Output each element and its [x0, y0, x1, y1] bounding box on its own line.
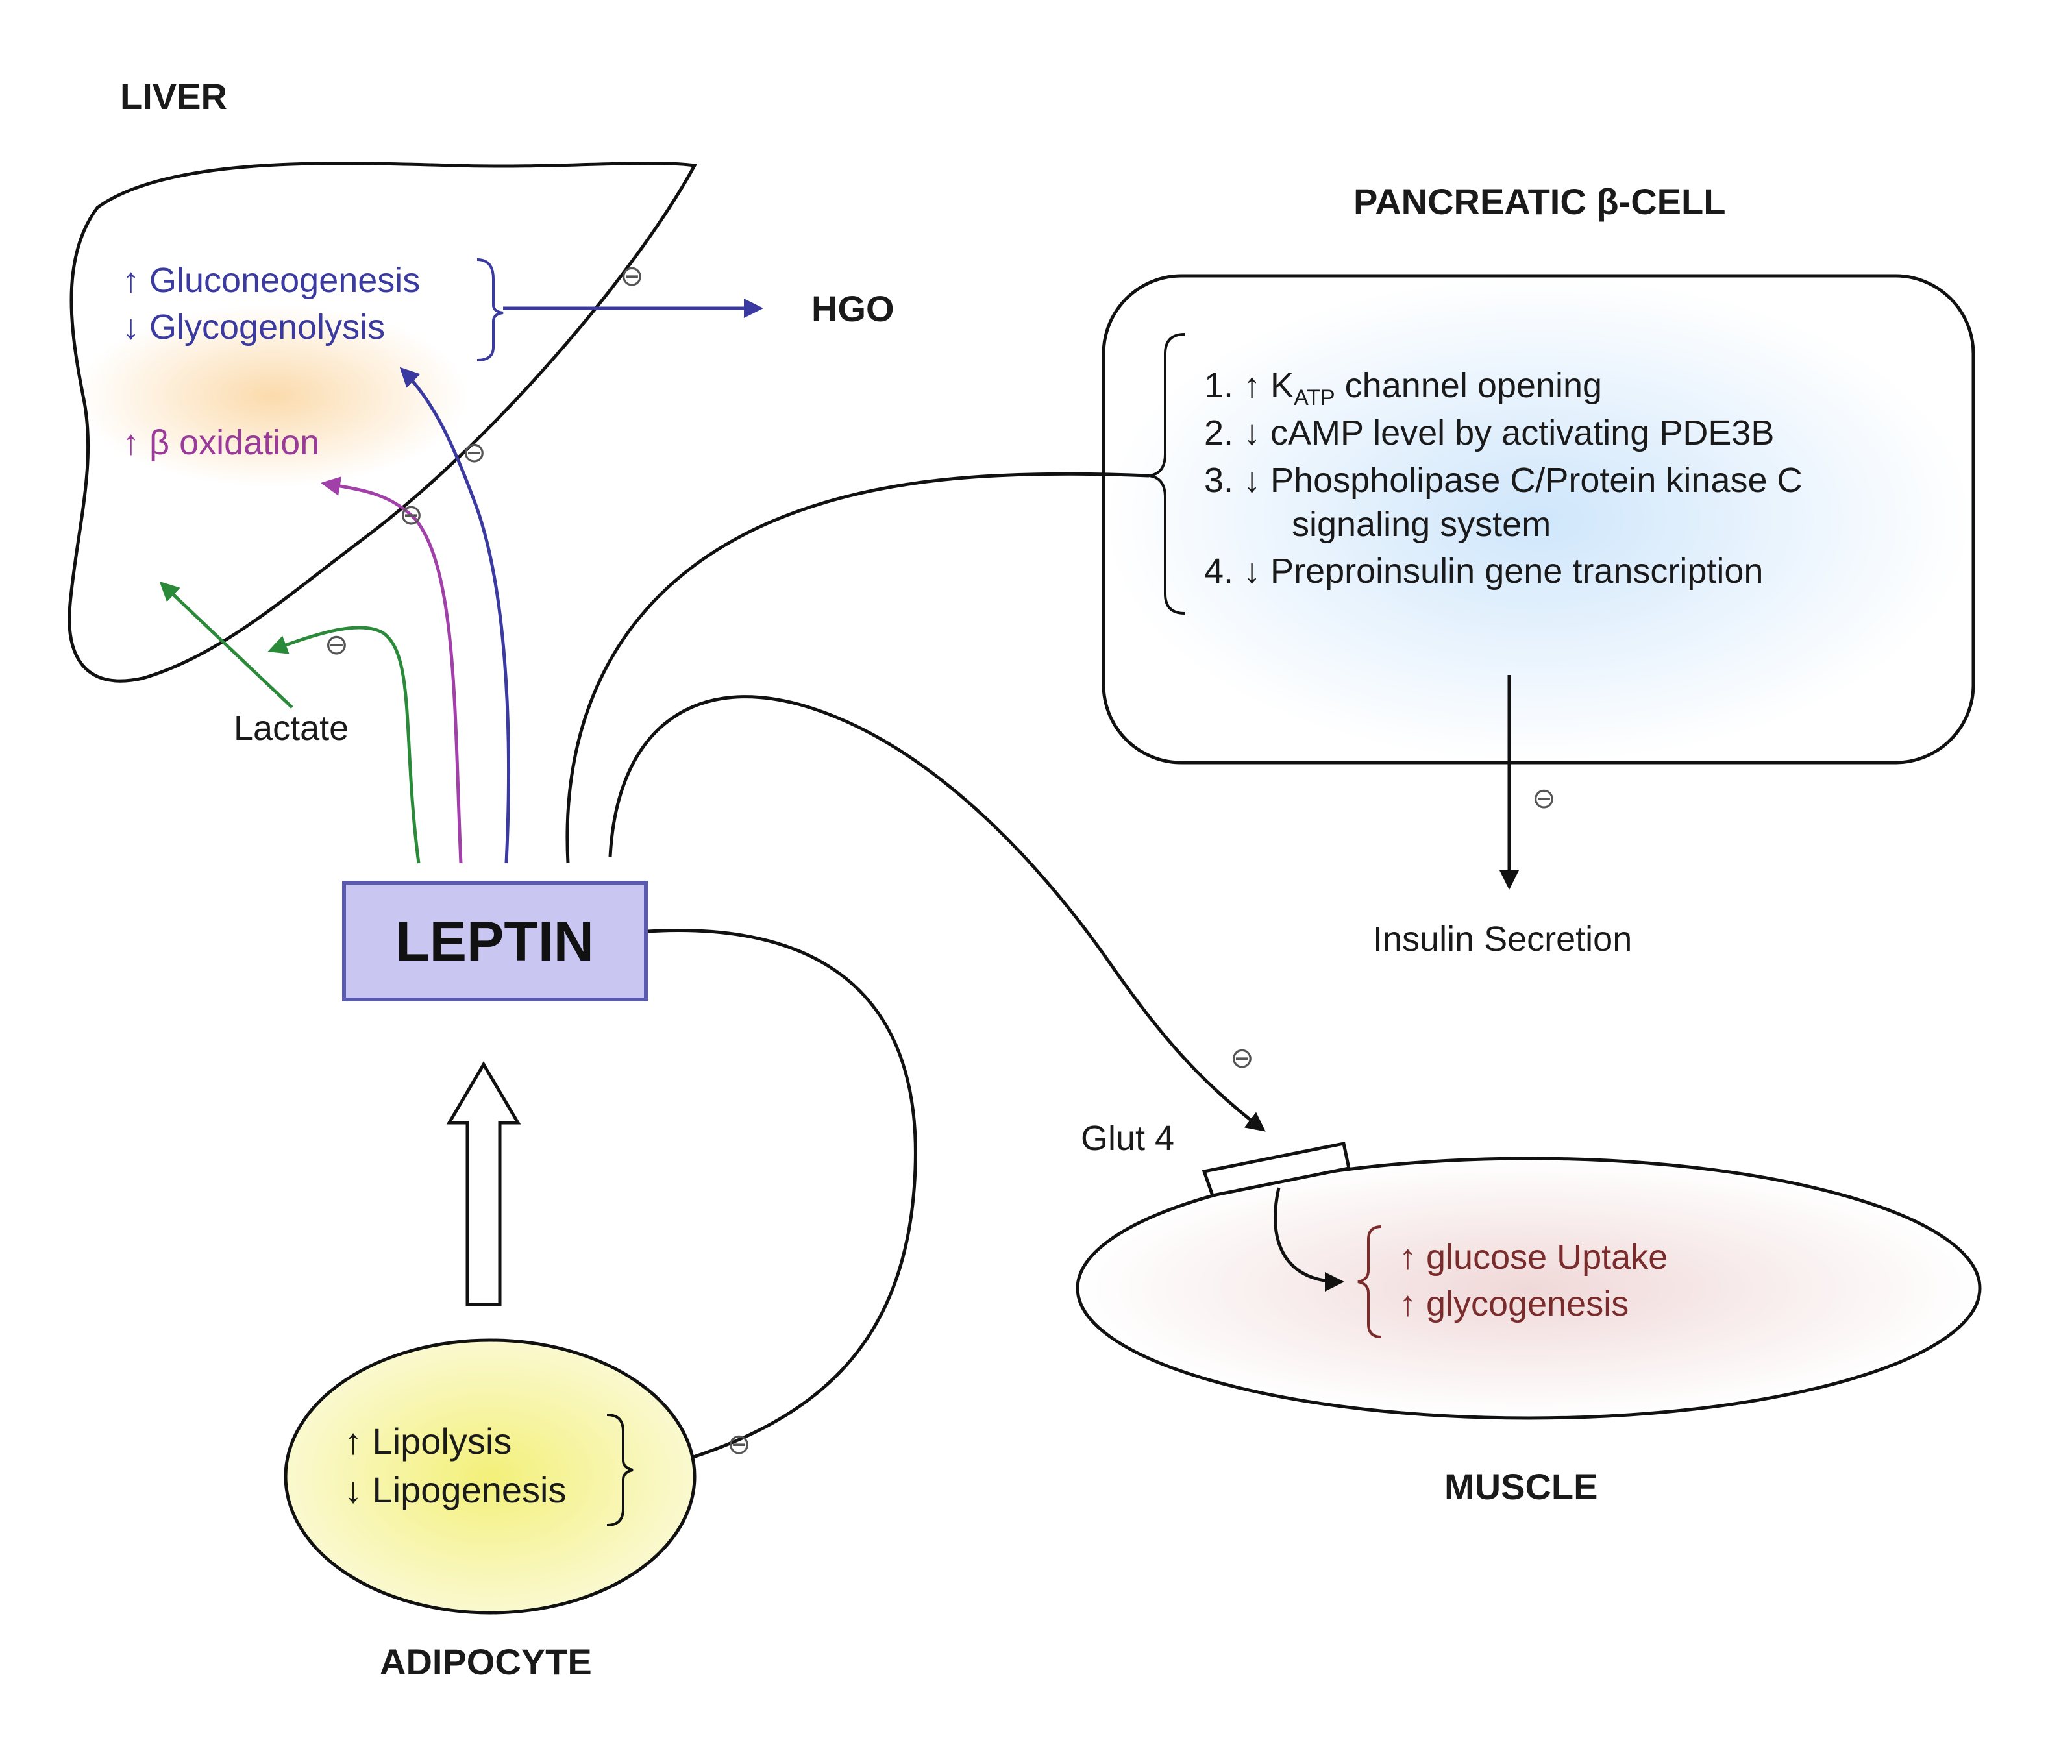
hgo-inhibit-sign: ⊖	[620, 260, 644, 292]
blue-arrow-sign: ⊖	[462, 437, 486, 469]
pancreas-box	[1102, 274, 1975, 765]
glut4-label: Glut 4	[1081, 1119, 1174, 1158]
leptin-to-liver-blue-arrow	[399, 367, 510, 864]
leptin-to-pancreas-connector	[565, 472, 1150, 864]
liver-effect-gluconeogenesis: ↑ Gluconeogenesis	[122, 261, 420, 300]
adipocyte-effect-lipolysis: ↑ Lipolysis	[344, 1421, 512, 1462]
pancreas-effect-plc-cont: signaling system	[1292, 505, 1551, 544]
adipocyte-inhibit-sign: ⊖	[727, 1428, 751, 1460]
insulin-secretion-label: Insulin Secretion	[1373, 920, 1632, 959]
muscle-effect-glucose-uptake: ↑ glucose Uptake	[1399, 1238, 1668, 1277]
leptin-to-liver-green-arrow	[267, 626, 421, 864]
pancreas-effect-camp: 2. ↓ cAMP level by activating PDE3B	[1204, 413, 1774, 452]
liver-effects-brace	[476, 258, 504, 361]
glut4-transporter	[1202, 1142, 1351, 1197]
liver-effect-beta-oxidation: ↑ β oxidation	[122, 423, 319, 462]
leptin-to-muscle-arrow	[608, 695, 1266, 1132]
leptin-to-liver-purple-arrow	[321, 476, 463, 864]
liver-glow	[78, 305, 467, 487]
pancreas-title: PANCREATIC β-CELL	[1353, 181, 1725, 222]
adipocyte-to-leptin-hollow-arrow	[446, 1061, 521, 1306]
hgo-label: HGO	[811, 288, 894, 329]
leptin-box	[342, 881, 648, 1001]
purple-arrow-sign: ⊖	[399, 499, 423, 531]
adipocyte-title: ADIPOCYTE	[380, 1641, 592, 1682]
lactate-label: Lactate	[234, 709, 349, 748]
adipocyte-cell	[284, 1338, 697, 1615]
leptin-label: LEPTIN	[395, 911, 594, 973]
adipocyte-effects-brace	[606, 1414, 634, 1526]
green-arrow-sign: ⊖	[325, 629, 349, 661]
pancreas-effect-preproinsulin: 4. ↓ Preproinsulin gene transcription	[1204, 552, 1763, 591]
pancreas-effect-katp: 1. ↑ KATP channel opening	[1204, 366, 1602, 410]
adipocyte-effect-lipogenesis: ↓ Lipogenesis	[344, 1469, 566, 1510]
liver-title: LIVER	[120, 76, 227, 117]
muscle-cell	[1076, 1157, 1982, 1420]
liver-outline	[68, 161, 697, 683]
liver-effect-glycogenolysis: ↓ Glycogenolysis	[122, 308, 385, 347]
muscle-effects-brace	[1357, 1225, 1382, 1338]
muscle-effect-glycogenesis: ↑ glycogenesis	[1399, 1284, 1629, 1323]
muscle-inhibit-sign: ⊖	[1230, 1042, 1254, 1074]
pancreas-effect-plc: 3. ↓ Phospholipase C/Protein kinase C	[1204, 461, 1803, 500]
insulin-inhibit-sign: ⊖	[1532, 783, 1556, 815]
leptin-to-adipocyte-arrow	[645, 929, 917, 1476]
lactate-to-liver-arrow	[159, 581, 293, 709]
muscle-title: MUSCLE	[1444, 1466, 1597, 1507]
glut4-to-uptake-arrow	[1273, 1187, 1344, 1292]
